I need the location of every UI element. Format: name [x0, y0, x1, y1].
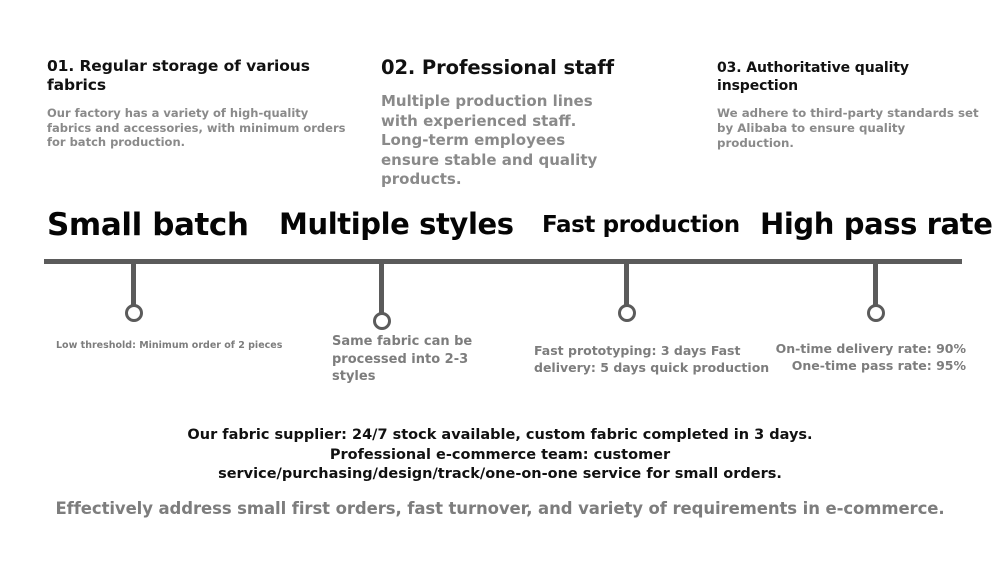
timeline-caption-2: Same fabric can be processed into 2-3 st…: [332, 334, 473, 384]
marker-stem-icon: [624, 259, 629, 305]
feature-column-2: 02. Professional staff Multiple producti…: [381, 56, 626, 190]
feature-2-title: 02. Professional staff: [381, 56, 615, 79]
footer-strapline: Effectively address small first orders, …: [55, 499, 945, 518]
feature-1-title: 01. Regular storage of various fabrics: [47, 57, 310, 94]
timeline-headline-small-batch: Small batch: [47, 207, 249, 243]
feature-3-title: 03. Authoritative quality inspection: [717, 60, 909, 94]
timeline-caption-3: Fast prototyping: 3 days Fast delivery: …: [534, 343, 770, 375]
feature-3-body: We adhere to third-party standards set b…: [717, 106, 979, 150]
timeline-caption-4: On-time delivery rate: 90% One-time pass…: [775, 341, 966, 373]
timeline-headline-fast-production: Fast production: [542, 212, 740, 238]
feature-1-body: Our factory has a variety of high-qualit…: [47, 106, 346, 149]
marker-stem-icon: [131, 259, 136, 305]
marker-circle-icon: [373, 312, 391, 330]
feature-column-3: 03. Authoritative quality inspection We …: [717, 59, 983, 151]
summary-line-3: service/purchasing/design/track/one-on-o…: [218, 466, 782, 482]
marker-circle-icon: [867, 304, 885, 322]
marker-circle-icon: [618, 304, 636, 322]
timeline-headline-multiple-styles: Multiple styles: [279, 207, 514, 241]
feature-2-body: Multiple production lines with experienc…: [381, 92, 598, 188]
marker-circle-icon: [125, 304, 143, 322]
summary-line-2: Professional e-commerce team: customer: [329, 446, 671, 463]
timeline-headline-high-pass-rate: High pass rate: [760, 207, 993, 241]
timeline-horizontal-rule: [44, 259, 962, 264]
summary-block: Our fabric supplier: 24/7 stock availabl…: [140, 426, 860, 485]
timeline-caption-1: Low threshold: Minimum order of 2 pieces: [56, 340, 283, 351]
marker-stem-icon: [873, 259, 878, 305]
marker-stem-icon: [379, 259, 384, 313]
summary-line-1: Our fabric supplier: 24/7 stock availabl…: [187, 427, 813, 443]
feature-column-1: 01. Regular storage of various fabrics O…: [47, 57, 347, 150]
